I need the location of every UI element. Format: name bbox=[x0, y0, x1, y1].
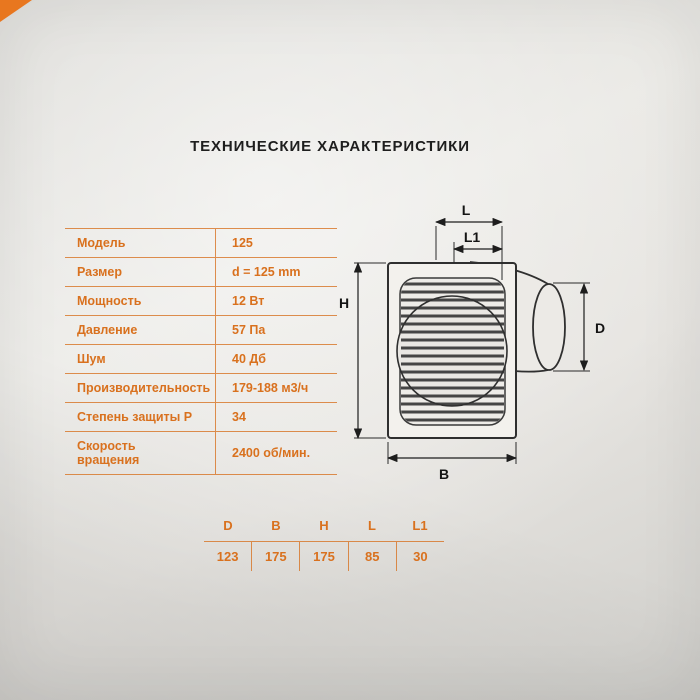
dim-label-B: B bbox=[439, 466, 449, 482]
spec-value: 34 bbox=[215, 403, 337, 431]
spec-row: Размер d = 125 mm bbox=[65, 258, 337, 287]
dimensions-header-row: D B H L L1 bbox=[204, 514, 444, 541]
spec-row: Степень защиты Р 34 bbox=[65, 403, 337, 432]
fan-duct bbox=[469, 261, 566, 373]
page-title: ТЕХНИЧЕСКИЕ ХАРАКТЕРИСТИКИ bbox=[190, 138, 470, 155]
spec-value: 2400 об/мин. bbox=[215, 432, 337, 474]
spec-label: Производительность bbox=[77, 380, 211, 395]
dim-header: H bbox=[319, 518, 329, 533]
dim-header: L bbox=[368, 518, 376, 533]
dimension-B: B bbox=[386, 442, 518, 482]
dim-header: D bbox=[223, 518, 233, 533]
spec-label: Скорость вращения bbox=[77, 438, 140, 467]
spec-label: Мощность bbox=[77, 293, 142, 308]
dim-label-L1: L1 bbox=[464, 229, 481, 245]
dim-label-L: L bbox=[462, 202, 471, 218]
spec-value: 12 Вт bbox=[215, 287, 337, 315]
spec-row: Давление 57 Па bbox=[65, 316, 337, 345]
dimensions-value-row: 123 175 175 85 30 bbox=[204, 541, 444, 571]
spec-value: 57 Па bbox=[215, 316, 337, 344]
dim-value: 123 bbox=[216, 549, 239, 564]
spec-label: Размер bbox=[77, 264, 123, 279]
dimension-H: H bbox=[339, 261, 386, 440]
dimension-L1: L1 bbox=[452, 229, 504, 263]
spec-row: Производительность 179-188 м3/ч bbox=[65, 374, 337, 403]
spec-label: Модель bbox=[77, 235, 126, 250]
spec-value: d = 125 mm bbox=[215, 258, 337, 286]
spec-row: Скорость вращения 2400 об/мин. bbox=[65, 432, 337, 475]
dim-label-H: H bbox=[339, 295, 349, 311]
spec-row: Шум 40 Дб bbox=[65, 345, 337, 374]
dim-header: B bbox=[271, 518, 281, 533]
duct-end-ellipse bbox=[532, 283, 566, 371]
spec-row: Модель 125 bbox=[65, 229, 337, 258]
spec-row: Мощность 12 Вт bbox=[65, 287, 337, 316]
dim-value: 175 bbox=[299, 542, 347, 571]
fan-front-panel bbox=[387, 262, 517, 439]
dim-label-D: D bbox=[595, 320, 605, 336]
spec-label: Шум bbox=[77, 351, 106, 366]
dimensions-table: D B H L L1 123 175 175 85 30 bbox=[204, 514, 444, 571]
dim-header: L1 bbox=[412, 518, 428, 533]
grille-louvers bbox=[401, 282, 504, 422]
grille-circle bbox=[396, 295, 508, 407]
fan-diagram: L L1 H D B bbox=[339, 202, 605, 482]
corner-logo-fragment bbox=[0, 0, 32, 22]
spec-value: 179-188 м3/ч bbox=[215, 374, 337, 402]
dim-value: 85 bbox=[347, 542, 396, 571]
spec-label: Степень защиты Р bbox=[77, 409, 193, 424]
spec-table: Модель 125 Размер d = 125 mm Мощность 12… bbox=[65, 228, 337, 475]
dim-value: 175 bbox=[251, 542, 299, 571]
spec-label: Давление bbox=[77, 322, 138, 337]
spec-value: 40 Дб bbox=[215, 345, 337, 373]
dim-value: 30 bbox=[395, 542, 444, 571]
dimension-D: D bbox=[553, 282, 605, 372]
spec-value: 125 bbox=[215, 229, 337, 257]
